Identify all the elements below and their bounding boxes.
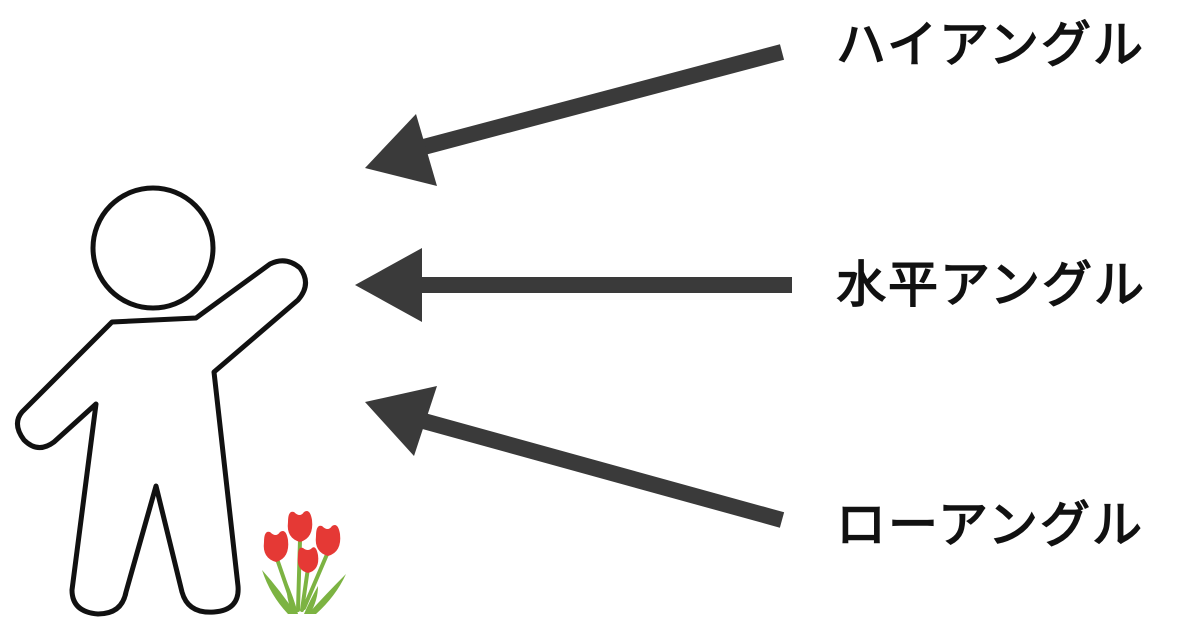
arrow-level-angle bbox=[355, 248, 792, 322]
arrow-high-angle bbox=[365, 44, 785, 186]
label-low-angle: ローアングル bbox=[836, 496, 1144, 554]
arrow-low-angle bbox=[365, 386, 785, 528]
person-body bbox=[15, 258, 308, 617]
label-high-angle: ハイアングル bbox=[836, 16, 1145, 74]
tulip-flowers-icon bbox=[262, 511, 346, 614]
person-head bbox=[90, 185, 216, 311]
person-figure-icon bbox=[15, 185, 308, 617]
label-level-angle: 水平アングル bbox=[836, 256, 1146, 314]
